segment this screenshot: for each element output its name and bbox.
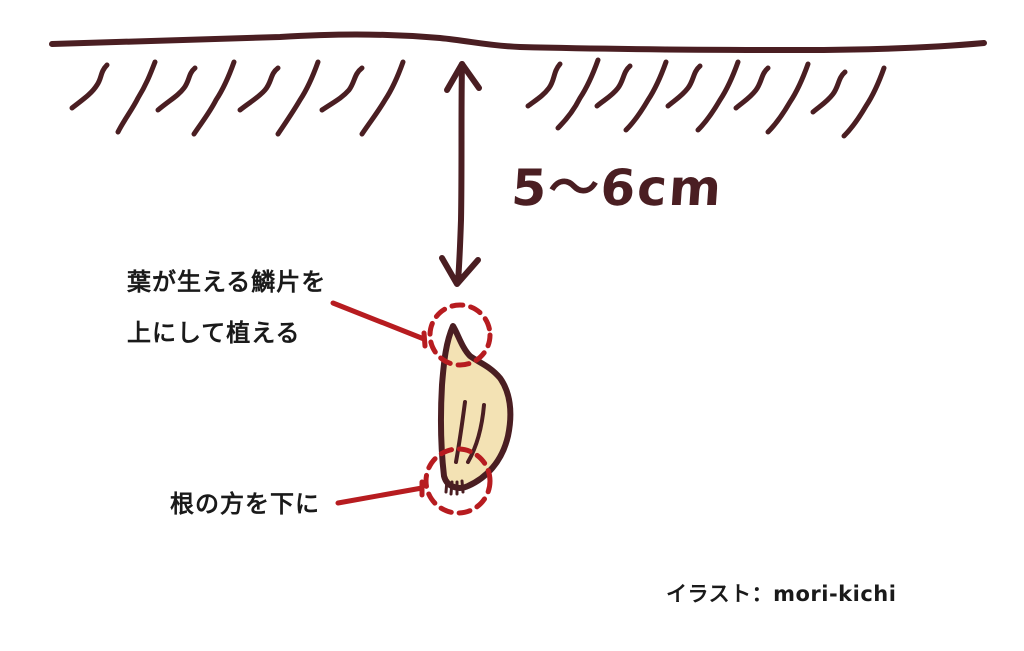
dashed-circle-highlight-bottom	[423, 446, 493, 516]
garlic-clove-icon	[437, 323, 514, 496]
leader-line-bottom	[335, 479, 425, 506]
dashed-circle-highlight-top	[427, 302, 493, 368]
ground-surface-line	[49, 31, 987, 54]
soil-hatch-left	[69, 59, 406, 137]
leader-line-top	[330, 300, 428, 349]
roots-icon	[444, 478, 465, 496]
annotation-top-line-1: 葉が生える鱗片を	[127, 268, 327, 296]
illustration-credit: イラスト：mori-kichi	[666, 582, 897, 606]
double-arrow-icon	[439, 61, 482, 287]
depth-label: 5～6cm	[509, 159, 726, 217]
soil-hatch-right	[525, 57, 887, 139]
annotation-top-line-2: 上にして植える	[127, 319, 301, 347]
annotation-bottom: 根の方を下に	[170, 490, 320, 518]
